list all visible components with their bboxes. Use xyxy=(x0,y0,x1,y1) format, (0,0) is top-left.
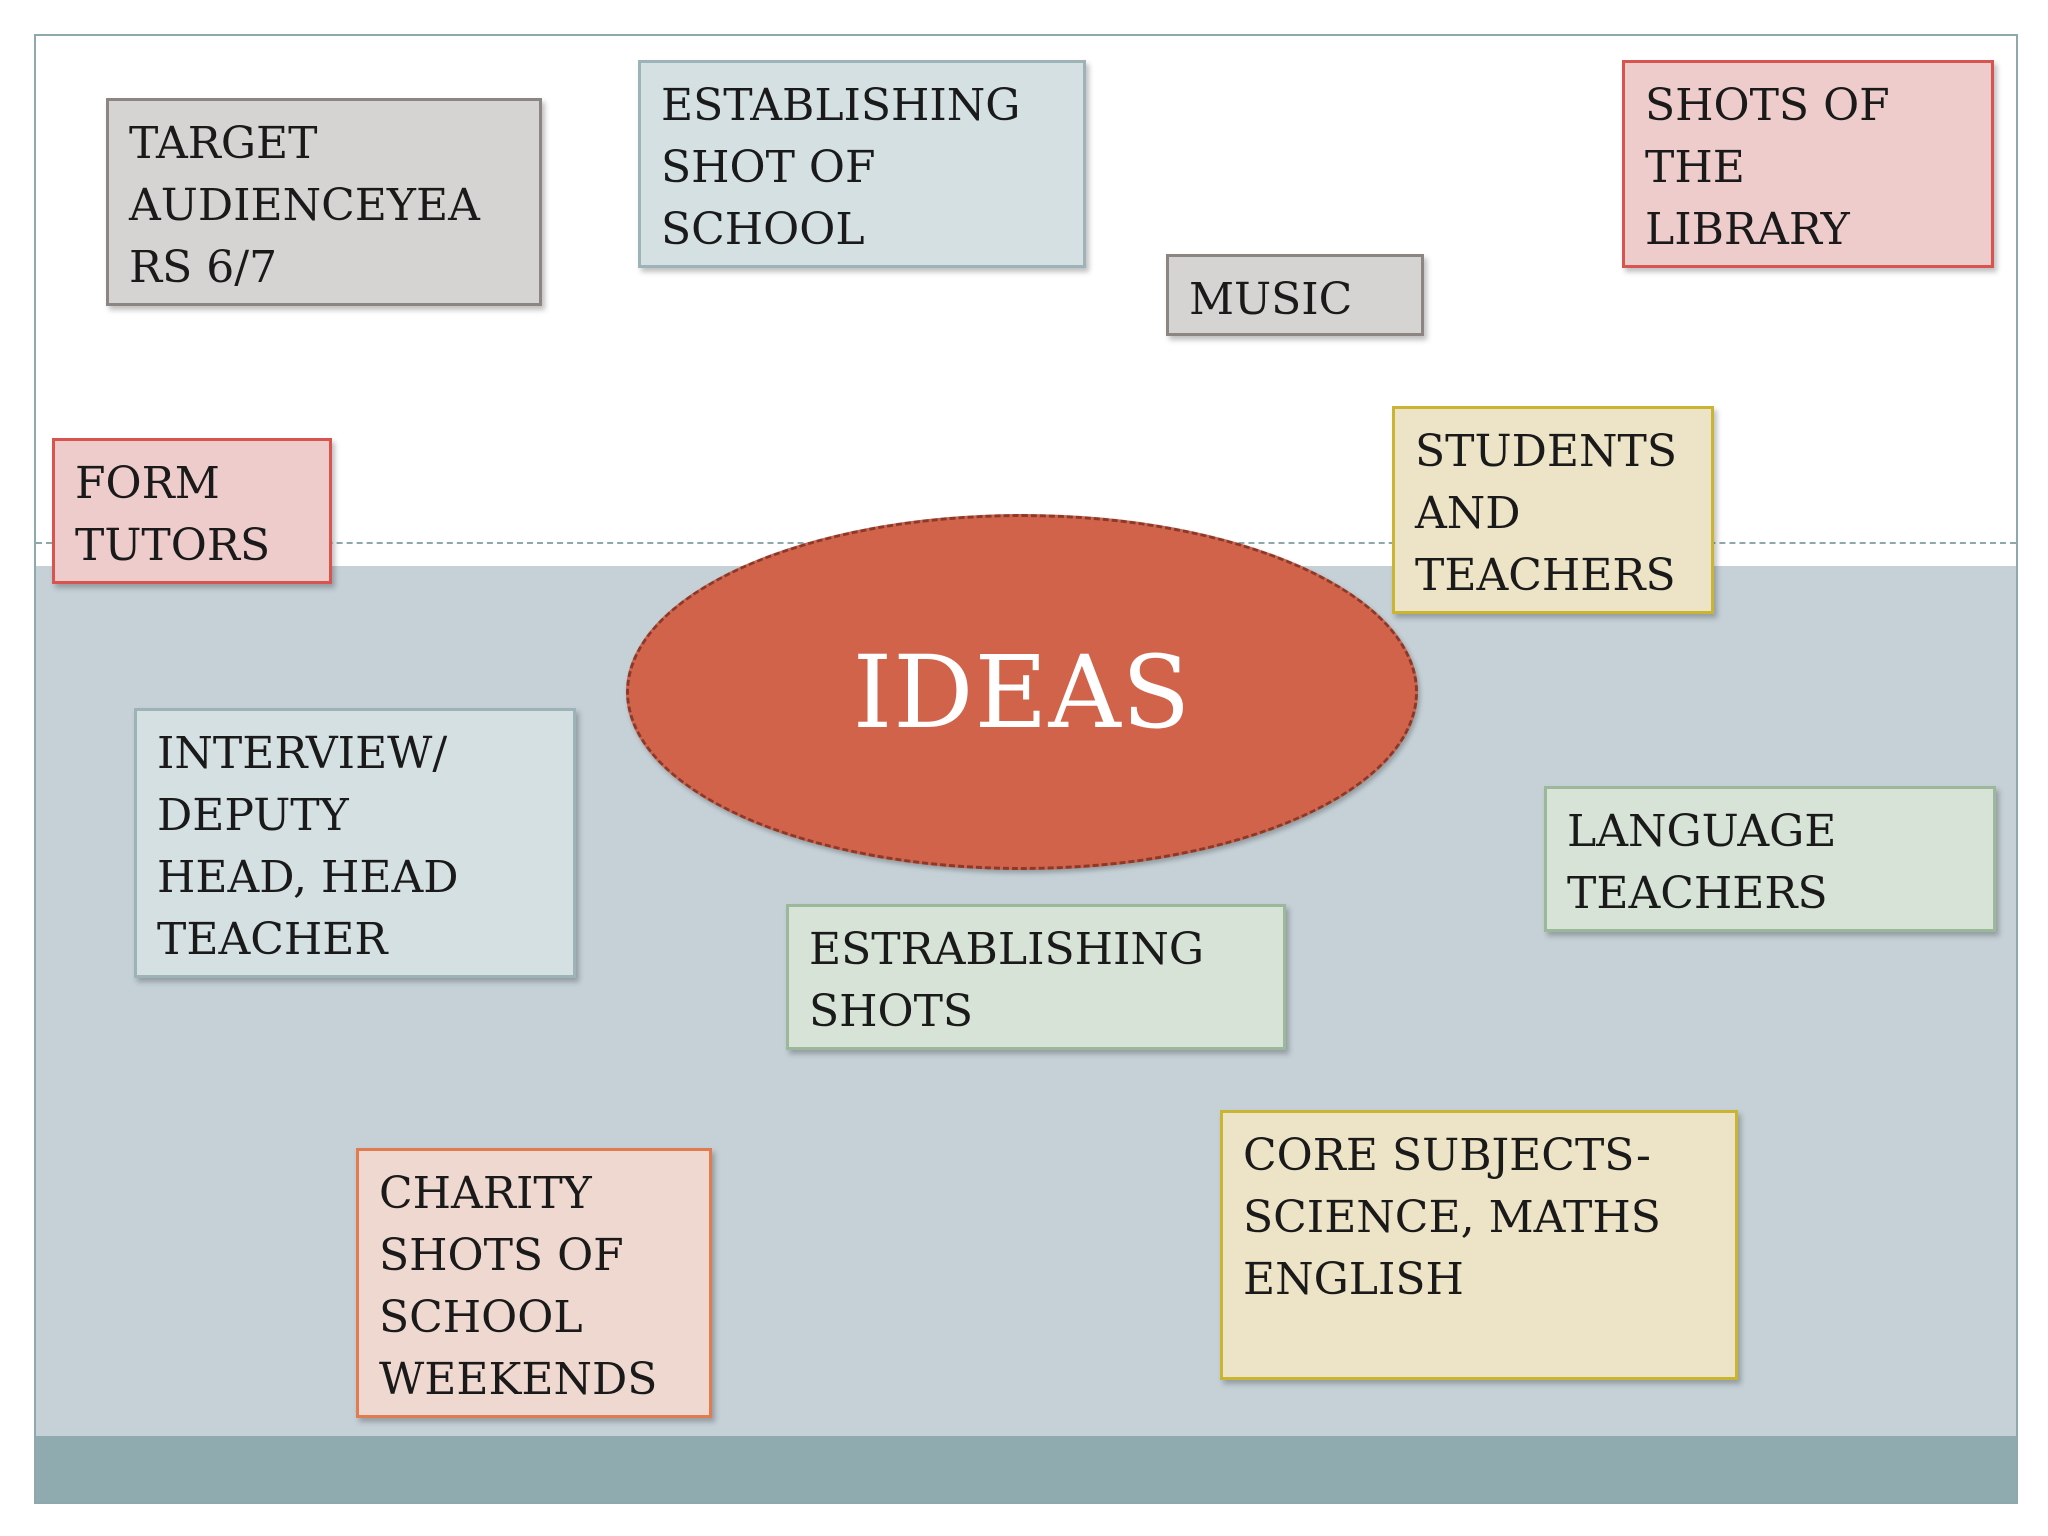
note-music: MUSIC xyxy=(1166,254,1424,336)
note-charity-shots: CHARITY SHOTS OF SCHOOL WEEKENDS xyxy=(356,1148,712,1418)
note-core-subjects: CORE SUBJECTS- SCIENCE, MATHS ENGLISH xyxy=(1220,1110,1738,1380)
note-estrablishing-shots: ESTRABLISHING SHOTS xyxy=(786,904,1286,1050)
ideas-label: IDEAS xyxy=(852,633,1192,751)
note-students-and-teachers: STUDENTS AND TEACHERS xyxy=(1392,406,1714,614)
note-form-tutors: FORM TUTORS xyxy=(52,438,332,584)
footer-bar xyxy=(36,1436,2016,1502)
note-shots-of-the-library: SHOTS OF THE LIBRARY xyxy=(1622,60,1994,268)
note-establishing-shot-of-school: ESTABLISHING SHOT OF SCHOOL xyxy=(638,60,1086,268)
ideas-ellipse: IDEAS xyxy=(626,514,1418,870)
slide: TARGET AUDIENCEYEA RS 6/7 ESTABLISHING S… xyxy=(34,34,2018,1504)
note-target-audience: TARGET AUDIENCEYEA RS 6/7 xyxy=(106,98,542,306)
note-language-teachers: LANGUAGE TEACHERS xyxy=(1544,786,1996,932)
note-interview-deputy-head: INTERVIEW/ DEPUTY HEAD, HEAD TEACHER xyxy=(134,708,576,978)
